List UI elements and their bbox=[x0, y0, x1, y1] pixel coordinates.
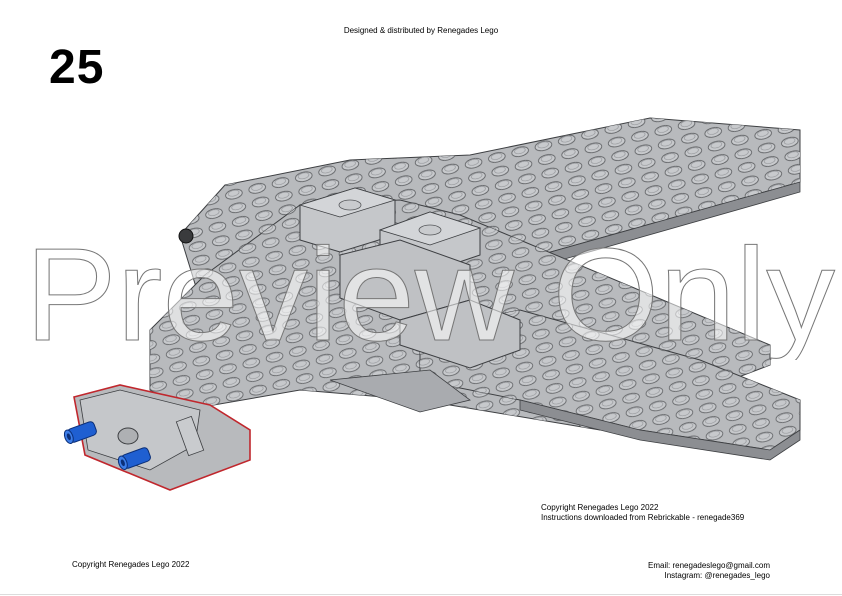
highlighted-new-part bbox=[73, 384, 251, 491]
footer-contact: Email: renegadeslego@gmail.com Instagram… bbox=[648, 561, 770, 581]
center-bricks bbox=[298, 187, 521, 413]
contact-instagram: Instagram: @renegades_lego bbox=[664, 571, 770, 580]
model-copyright: Copyright Renegades Lego 2022 bbox=[541, 503, 659, 512]
blue-technic-pins bbox=[63, 421, 151, 471]
watermark-text: Preview Only bbox=[25, 230, 835, 360]
model-credit-block: Copyright Renegades Lego 2022 Instructio… bbox=[541, 503, 744, 523]
contact-email: Email: renegadeslego@gmail.com bbox=[648, 561, 770, 570]
nose-cone-detail bbox=[178, 228, 194, 244]
page-bottom-divider bbox=[0, 594, 842, 595]
rebrickable-note: Instructions downloaded from Rebrickable… bbox=[541, 513, 745, 522]
footer-copyright: Copyright Renegades Lego 2022 bbox=[72, 560, 190, 569]
step-number: 25 bbox=[49, 41, 105, 94]
designer-credit: Designed & distributed by Renegades Lego bbox=[343, 26, 499, 35]
preview-watermark: Preview Only bbox=[25, 230, 836, 360]
